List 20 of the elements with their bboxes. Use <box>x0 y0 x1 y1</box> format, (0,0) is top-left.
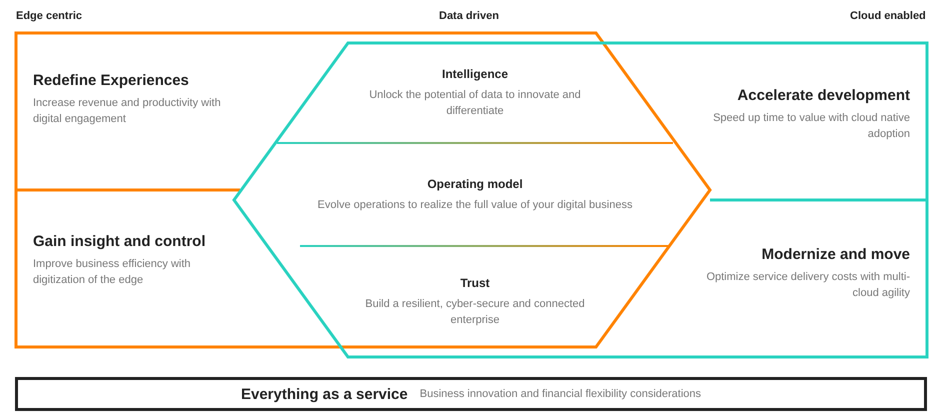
section-heading: Trust <box>459 276 491 290</box>
section-heading: Gain insight and control <box>33 233 206 250</box>
section-description: Evolve operations to realize the full value of your digital business <box>316 198 634 213</box>
section-description: Increase revenue and productivity with digital engagement <box>33 96 222 127</box>
section-description: Speed up time to value with cloud native adoption <box>712 111 910 142</box>
column-heading: Data driven <box>439 10 499 22</box>
column-heading: Cloud enabled <box>850 10 926 22</box>
section-description: Build a resilient, cyber-secure and connected enterprise <box>364 297 586 328</box>
section-heading: Intelligence <box>440 67 510 81</box>
banner-box <box>15 377 927 411</box>
section-heading: Everything as a service <box>240 386 408 402</box>
section-description: Improve business efficiency with digitization of the edge <box>33 257 192 288</box>
section-heading: Redefine Experiences <box>33 72 190 89</box>
section-description: Unlock the potential of data to innovate and differentiate <box>368 88 582 119</box>
section-description: Business innovation and financial flexibility considerations <box>420 387 702 402</box>
section-heading: Operating model <box>426 177 524 191</box>
section-heading: Accelerate development <box>736 87 910 104</box>
column-heading: Edge centric <box>16 10 82 22</box>
section-heading: Modernize and move <box>760 246 910 263</box>
section-description: Optimize service delivery costs with multi-cloud agility <box>705 270 910 301</box>
